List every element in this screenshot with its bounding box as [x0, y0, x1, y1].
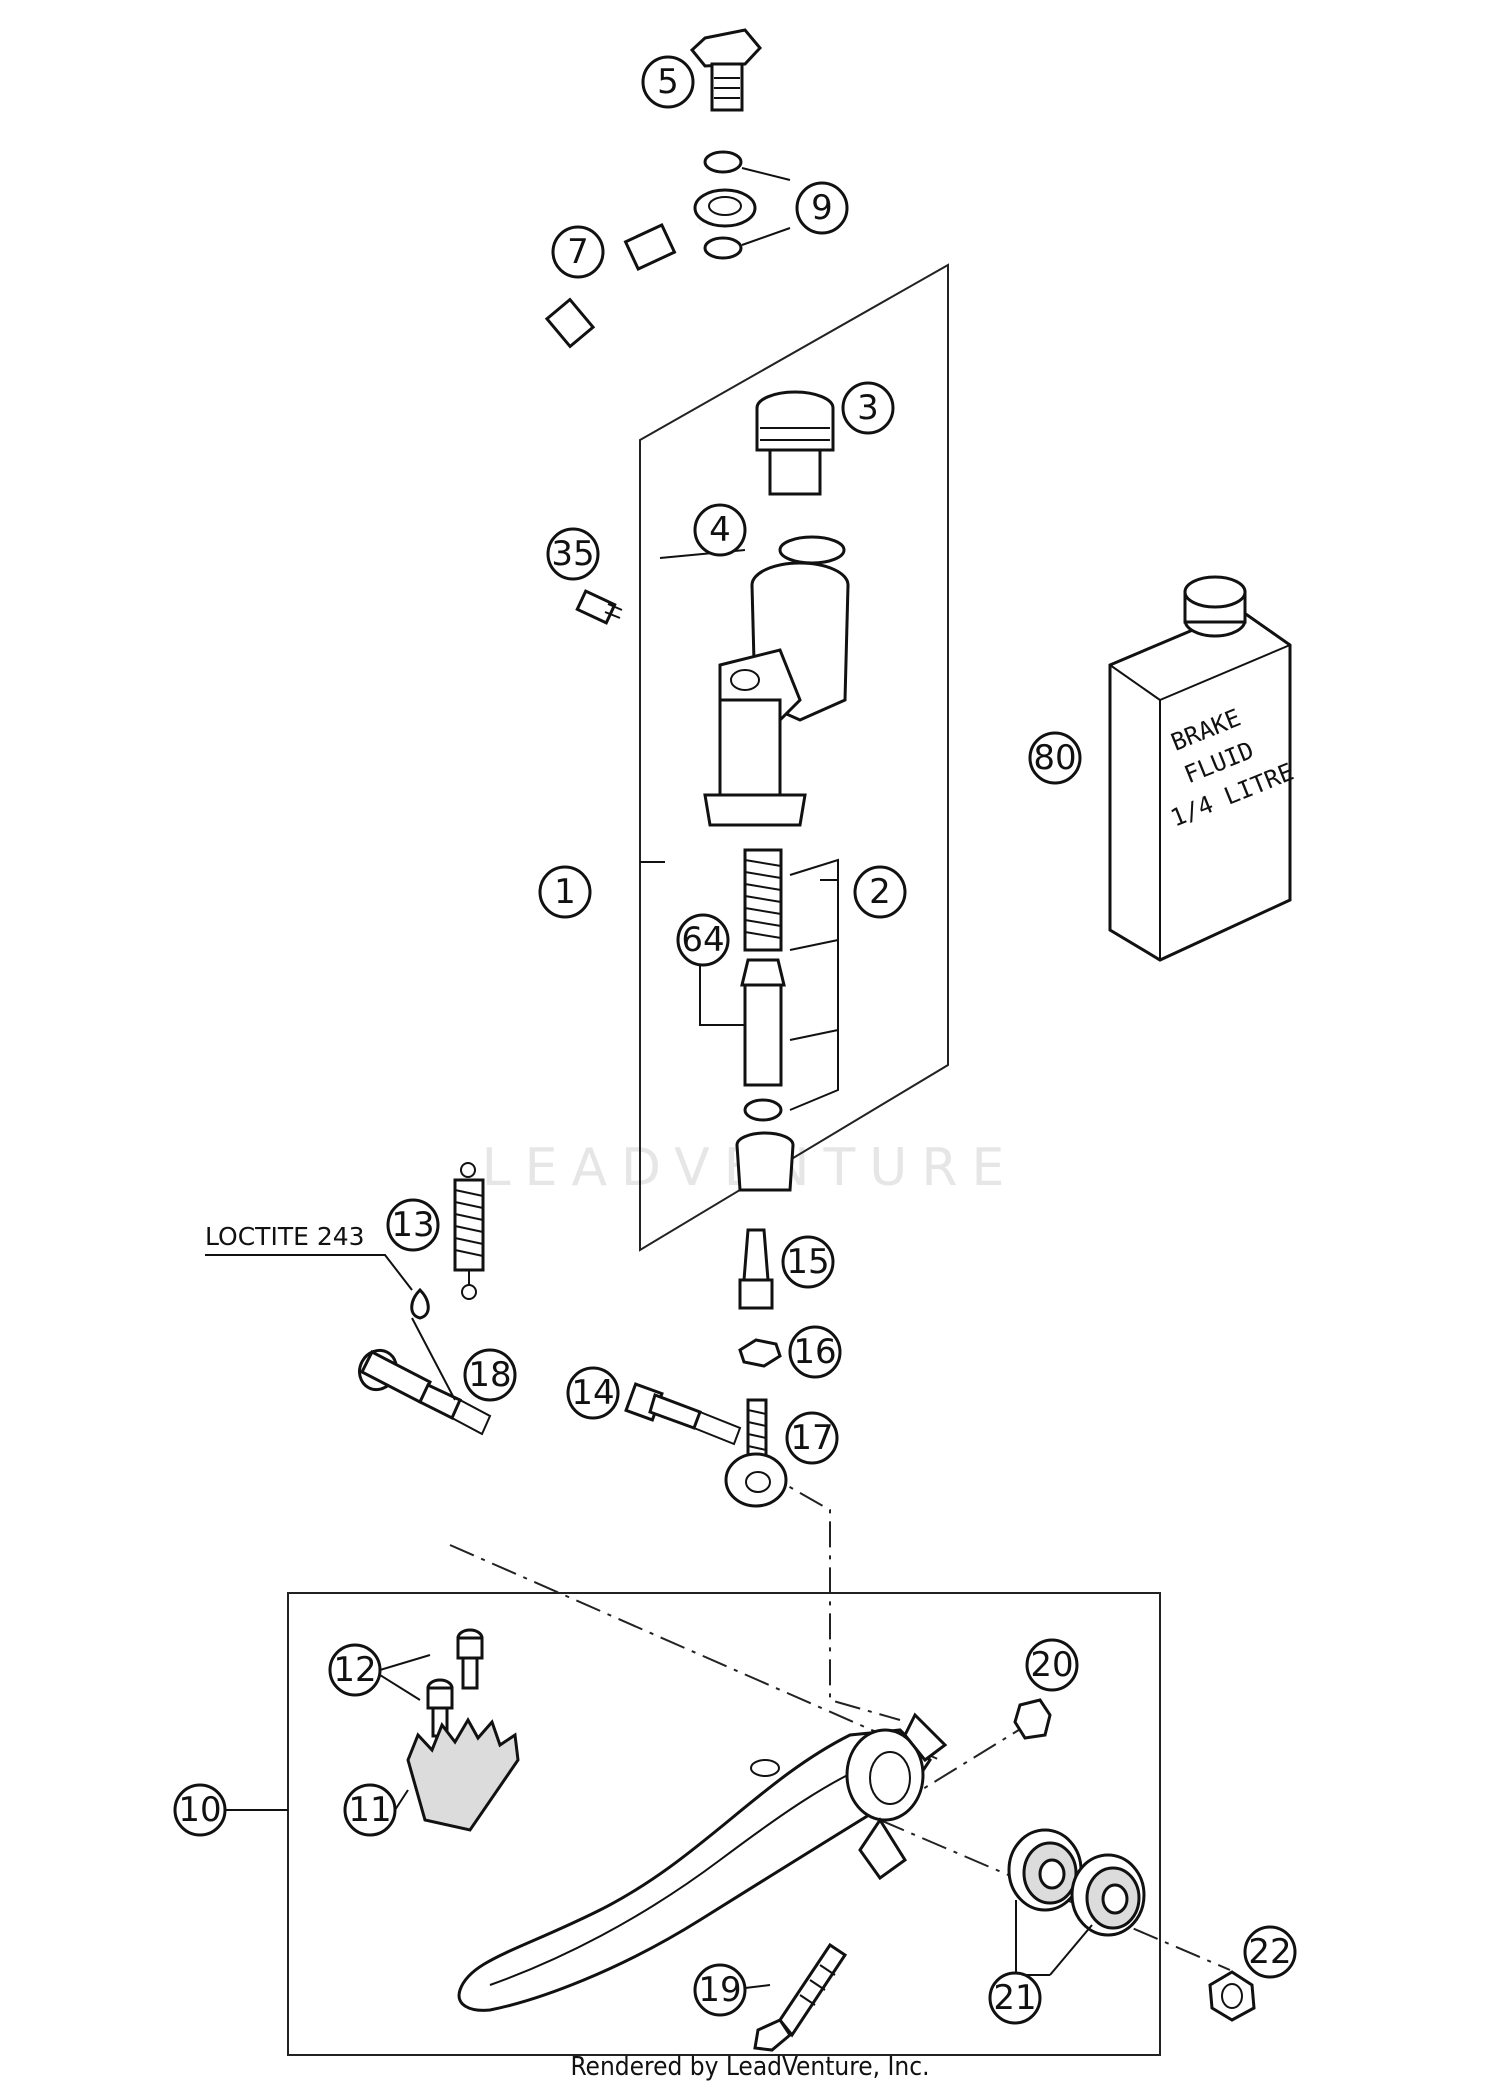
pushrod-part [738, 1228, 774, 1310]
group-bracket-2 [789, 858, 839, 1111]
brake-hose-part [534, 188, 757, 391]
svg-text:10: 10 [178, 1790, 221, 1830]
o-ring-part [778, 535, 846, 565]
footer-credit: Rendered by LeadVenture, Inc. [570, 2052, 929, 2082]
svg-text:7: 7 [567, 232, 589, 272]
step-screw-lower-part [426, 1678, 454, 1738]
group-bracket-64 [699, 960, 745, 1026]
svg-text:64: 64 [681, 920, 724, 960]
stop-bolt-part [753, 1942, 848, 2052]
svg-text:20: 20 [1030, 1645, 1073, 1685]
svg-text:3: 3 [857, 388, 879, 428]
svg-text:12: 12 [333, 1650, 376, 1690]
brake-lever-frame [287, 1592, 1161, 2056]
callout-35: 35 [546, 527, 600, 581]
callout-21: 21 [988, 1971, 1042, 2025]
loctite-drop [410, 1287, 430, 1320]
callout-9: 9 [795, 181, 849, 235]
brake-fluid-bottle-part: BRAKE FLUID 1/4 LITRE [1108, 575, 1298, 962]
washer-upper-part [703, 150, 743, 174]
callout-12: 12 [328, 1643, 382, 1697]
callout-80: 80 [1028, 731, 1082, 785]
callout-17: 17 [785, 1411, 839, 1465]
callout-7: 7 [551, 225, 605, 279]
piston-seal-part [743, 1098, 783, 1122]
leader-lines-lower [225, 1654, 771, 1989]
svg-text:15: 15 [786, 1242, 829, 1282]
svg-text:18: 18 [468, 1355, 511, 1395]
loctite-leader [205, 1254, 456, 1401]
callout-4: 4 [693, 503, 747, 557]
washer-lower-part [703, 236, 743, 260]
clevis-part [724, 1398, 788, 1508]
callout-16: 16 [788, 1325, 842, 1379]
bearing-2-part [1070, 1853, 1146, 1937]
svg-text:5: 5 [657, 62, 679, 102]
flange-nut-part [1013, 1698, 1052, 1740]
callout-13: 13 [386, 1198, 440, 1252]
dust-boot-part [735, 1131, 795, 1192]
callout-3: 3 [841, 381, 895, 435]
spring-part [743, 848, 783, 952]
assembly-line-pedal [449, 1544, 941, 1761]
svg-text:2: 2 [869, 872, 891, 912]
callout-20: 20 [1025, 1638, 1079, 1692]
callout-18: 18 [463, 1348, 517, 1402]
svg-text:80: 80 [1033, 738, 1076, 778]
callout-22: 22 [1243, 1925, 1297, 1979]
callout-15: 15 [781, 1235, 835, 1289]
callout-14: 14 [566, 1366, 620, 1420]
svg-text:16: 16 [793, 1332, 836, 1372]
pedal-step-part [406, 1716, 520, 1832]
svg-text:9: 9 [811, 188, 833, 228]
callout-2: 2 [853, 865, 907, 919]
callout-5: 5 [641, 55, 695, 109]
socket-bolt-part [358, 1348, 492, 1436]
callout-19: 19 [693, 1963, 747, 2017]
screw-part [575, 589, 623, 625]
bearing-1-part [1007, 1828, 1083, 1912]
callout-1: 1 [538, 865, 592, 919]
master-cylinder-body-part [703, 561, 850, 827]
piston-part [740, 958, 786, 1087]
assembly-line-nut [904, 1719, 1036, 1801]
svg-text:1: 1 [554, 872, 576, 912]
svg-text:14: 14 [571, 1373, 614, 1413]
reservoir-cap-part [755, 390, 835, 496]
brake-pedal-part [457, 1712, 948, 2012]
svg-text:13: 13 [391, 1205, 434, 1245]
svg-text:22: 22 [1248, 1932, 1291, 1972]
callout-64: 64 [676, 913, 730, 967]
master-cylinder-frame [639, 263, 949, 1252]
assembly-line-clevis [759, 1469, 901, 1721]
svg-text:4: 4 [709, 510, 731, 550]
loctite-label: LOCTITE 243 [205, 1222, 365, 1251]
axle-nut-part [1208, 1970, 1256, 2022]
callout-11: 11 [343, 1783, 397, 1837]
step-screw-upper-part [456, 1628, 484, 1690]
leader-lines [640, 167, 838, 881]
callout-10: 10 [173, 1783, 227, 1837]
lock-nut-part [738, 1338, 782, 1368]
svg-text:21: 21 [993, 1978, 1036, 2018]
svg-text:17: 17 [790, 1418, 833, 1458]
banjo-bolt-part [689, 28, 763, 112]
pivot-bolt-part [624, 1382, 742, 1446]
svg-text:35: 35 [551, 534, 594, 574]
svg-text:11: 11 [348, 1790, 391, 1830]
svg-text:19: 19 [698, 1970, 741, 2010]
return-spring-part [453, 1162, 485, 1300]
